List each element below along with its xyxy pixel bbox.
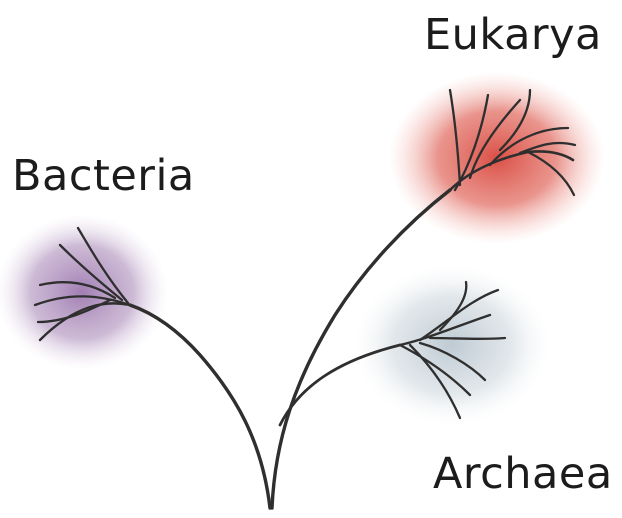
bacteria-label: Bacteria [12, 155, 195, 198]
archaea-label: Archaea [433, 453, 613, 496]
eukarya-label: Eukarya [424, 14, 602, 57]
